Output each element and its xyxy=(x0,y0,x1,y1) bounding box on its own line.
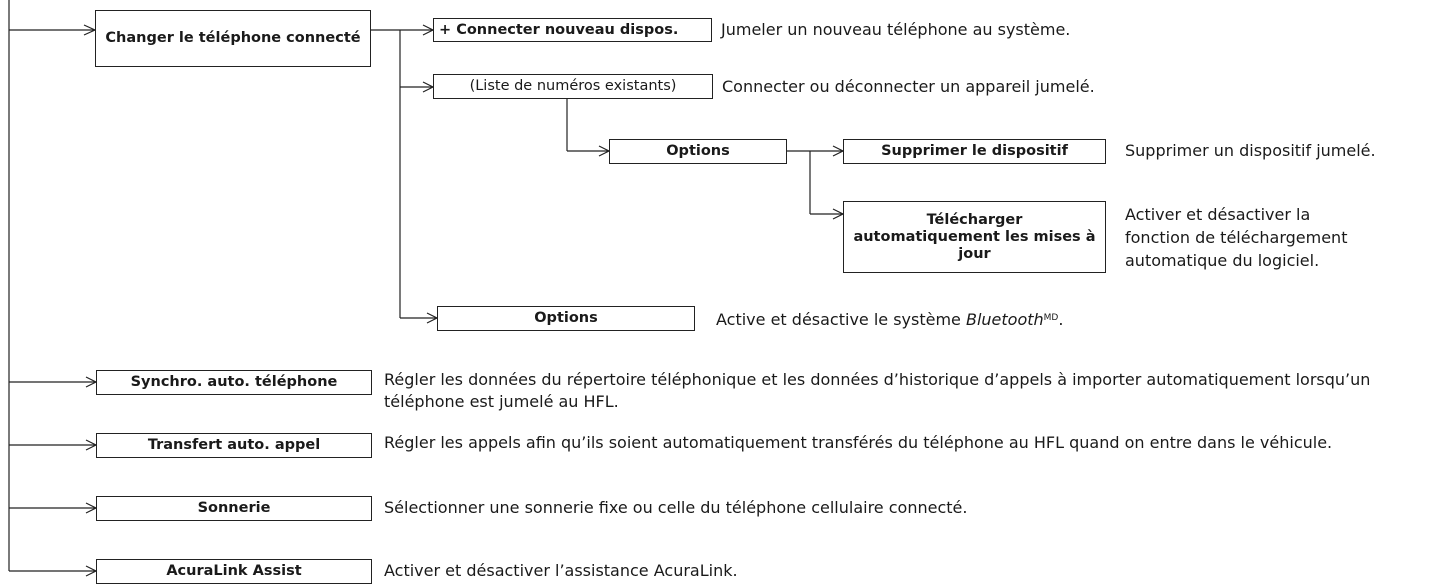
liste-numeros-box: (Liste de numéros existants) xyxy=(433,74,713,99)
changer-telephone-box: Changer le téléphone connecté xyxy=(95,10,371,67)
connecter-description: Jumeler un nouveau téléphone au système. xyxy=(721,20,1071,39)
options-description-suffix: . xyxy=(1058,310,1064,329)
liste-description: Connecter ou déconnecter un appareil jum… xyxy=(722,77,1095,96)
sonnerie-description: Sélectionner une sonnerie fixe ou celle … xyxy=(384,498,968,517)
supprimer-dispositif-box: Supprimer le dispositif xyxy=(843,139,1106,164)
acuralink-assist-box: AcuraLink Assist xyxy=(96,559,372,584)
telecharger-mises-a-jour-box: Télécharger automatiquement les mises à … xyxy=(843,201,1106,273)
synchro-description: Régler les données du répertoire télépho… xyxy=(384,370,1371,411)
telecharger-description: Activer et désactiver la fonction de tél… xyxy=(1125,205,1348,270)
options-description-prefix: Active et désactive le système xyxy=(716,310,966,329)
synchro-auto-telephone-box: Synchro. auto. téléphone xyxy=(96,370,372,395)
supprimer-description: Supprimer un dispositif jumelé. xyxy=(1125,141,1376,160)
bluetooth-brand: Bluetooth xyxy=(965,310,1044,329)
transfert-auto-appel-box: Transfert auto. appel xyxy=(96,433,372,458)
options-box-1: Options xyxy=(609,139,787,164)
transfert-description: Régler les appels afin qu’ils soient aut… xyxy=(384,433,1333,452)
acuralink-description: Activer et désactiver l’assistance Acura… xyxy=(384,561,738,580)
connecter-nouveau-box: + Connecter nouveau dispos. xyxy=(433,18,712,42)
options-box-2: Options xyxy=(437,306,695,331)
registered-mark: MD xyxy=(1043,313,1059,323)
options-bluetooth-description: Active et désactive le système Bluetooth… xyxy=(716,307,1063,331)
sonnerie-box: Sonnerie xyxy=(96,496,372,521)
